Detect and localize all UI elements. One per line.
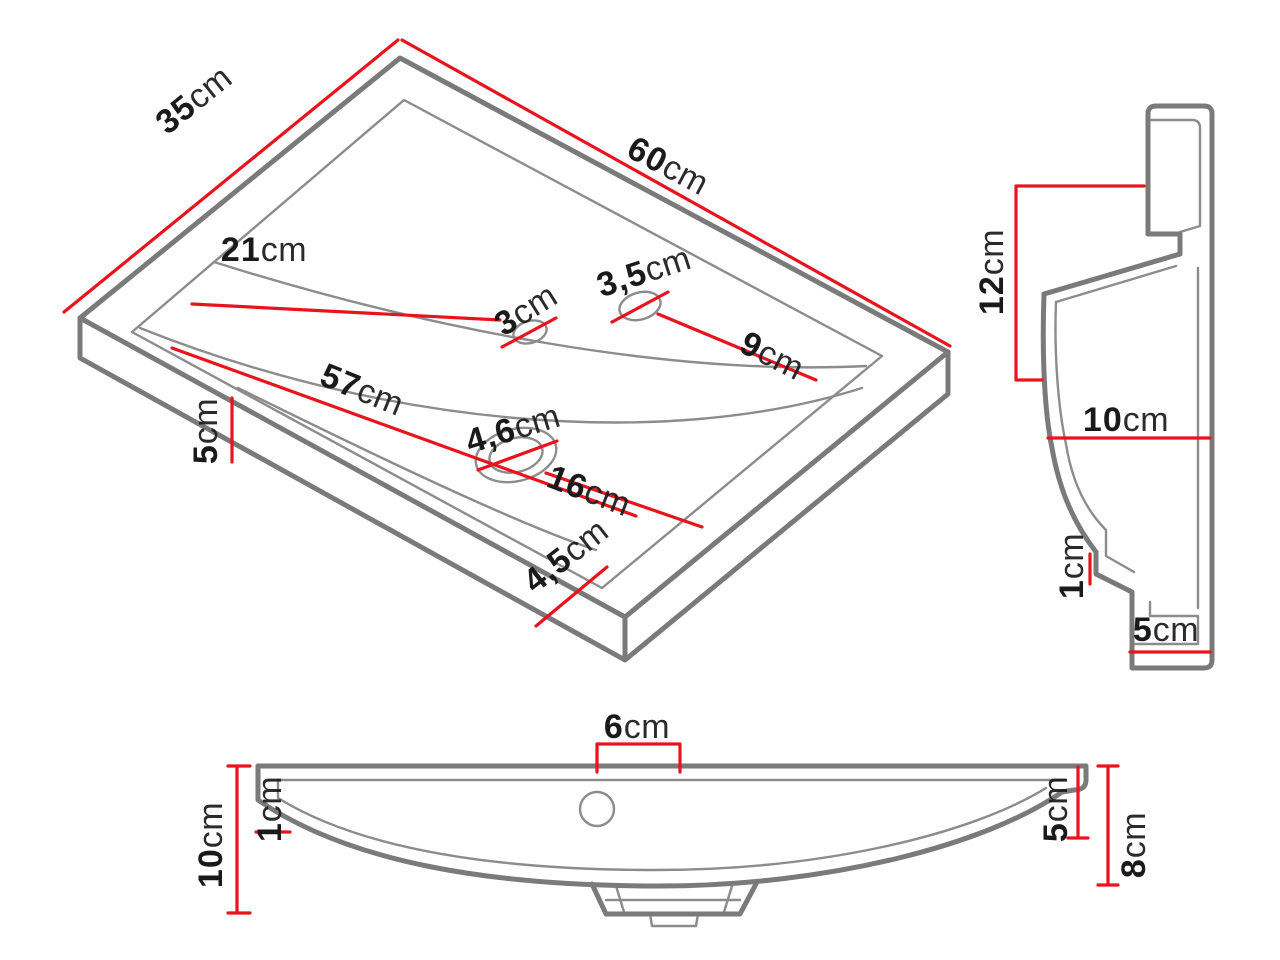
dimension-line-8 — [1096, 764, 1120, 887]
right-rim-edge — [1059, 763, 1089, 795]
faucet-hole — [618, 290, 662, 322]
dimension-line-60 — [400, 38, 952, 348]
basin-inner-curve — [276, 778, 1048, 872]
basin-front-crease — [236, 386, 598, 552]
side-view: 12cm 10cm 1cm 5cm — [973, 103, 1215, 671]
dimension-line-3-5 — [610, 290, 670, 324]
bowl-inner-line — [1054, 300, 1136, 574]
dim-label-10: 10cm — [192, 802, 230, 888]
bowl-profile — [1040, 291, 1099, 555]
dimension-line-3 — [500, 316, 558, 349]
faucet-hole-front — [578, 790, 616, 828]
front-outline — [255, 763, 1089, 917]
dim-label-21: 21cm — [221, 231, 307, 269]
deck-inner-line — [1054, 264, 1178, 304]
front-view: 6cm 1cm 10cm 5cm 8cm — [192, 708, 1153, 928]
dimension-line-4-6 — [476, 439, 559, 472]
dim-label-10: 10cm — [1083, 401, 1169, 439]
dim-label-5: 5cm — [187, 398, 225, 464]
dim-label-6: 6cm — [604, 708, 670, 746]
tab-inner-line — [1146, 118, 1202, 234]
dim-label-1: 1cm — [251, 776, 289, 842]
side-dimension-lines — [1014, 184, 1212, 654]
overflow-hole — [512, 319, 548, 345]
dimension-line-6 — [595, 742, 682, 774]
dim-label-5: 5cm — [1133, 611, 1199, 649]
dimension-line-57 — [170, 346, 638, 518]
dimension-line-4-5 — [534, 565, 609, 628]
dimension-line-21 — [190, 302, 502, 322]
dimension-line-12 — [1014, 184, 1146, 382]
dim-label-1: 1cm — [1053, 533, 1091, 599]
drain-boss-outline — [589, 881, 759, 917]
front-inner-lines — [276, 778, 1066, 928]
dimension-line-5 — [1066, 765, 1090, 840]
tab-notch — [1145, 231, 1183, 257]
dimension-line-10 — [226, 764, 252, 915]
inner-rim — [130, 98, 884, 590]
back-wall-outline — [1093, 103, 1215, 671]
dimension-line-9 — [656, 312, 818, 382]
shell-underside — [255, 763, 1065, 889]
front-dimension-lines — [226, 742, 1120, 915]
dim-label-12: 12cm — [973, 229, 1011, 315]
front-dimension-labels: 6cm 1cm 10cm 5cm 8cm — [192, 708, 1153, 888]
perspective-outline — [77, 55, 951, 663]
dim-label-8: 8cm — [1115, 812, 1153, 878]
perspective-dimension-lines — [62, 38, 952, 628]
side-dimension-labels: 12cm 10cm 1cm 5cm — [973, 229, 1199, 649]
deck-edge — [1041, 251, 1183, 297]
bottom-step-lines — [1130, 600, 1200, 646]
basin-curve-lower — [138, 326, 864, 424]
side-outline — [1040, 103, 1215, 671]
dimension-line-16 — [544, 471, 704, 529]
drain-stub — [648, 912, 700, 928]
dim-label-5: 5cm — [1037, 776, 1075, 842]
dimension-line-35 — [62, 38, 400, 314]
